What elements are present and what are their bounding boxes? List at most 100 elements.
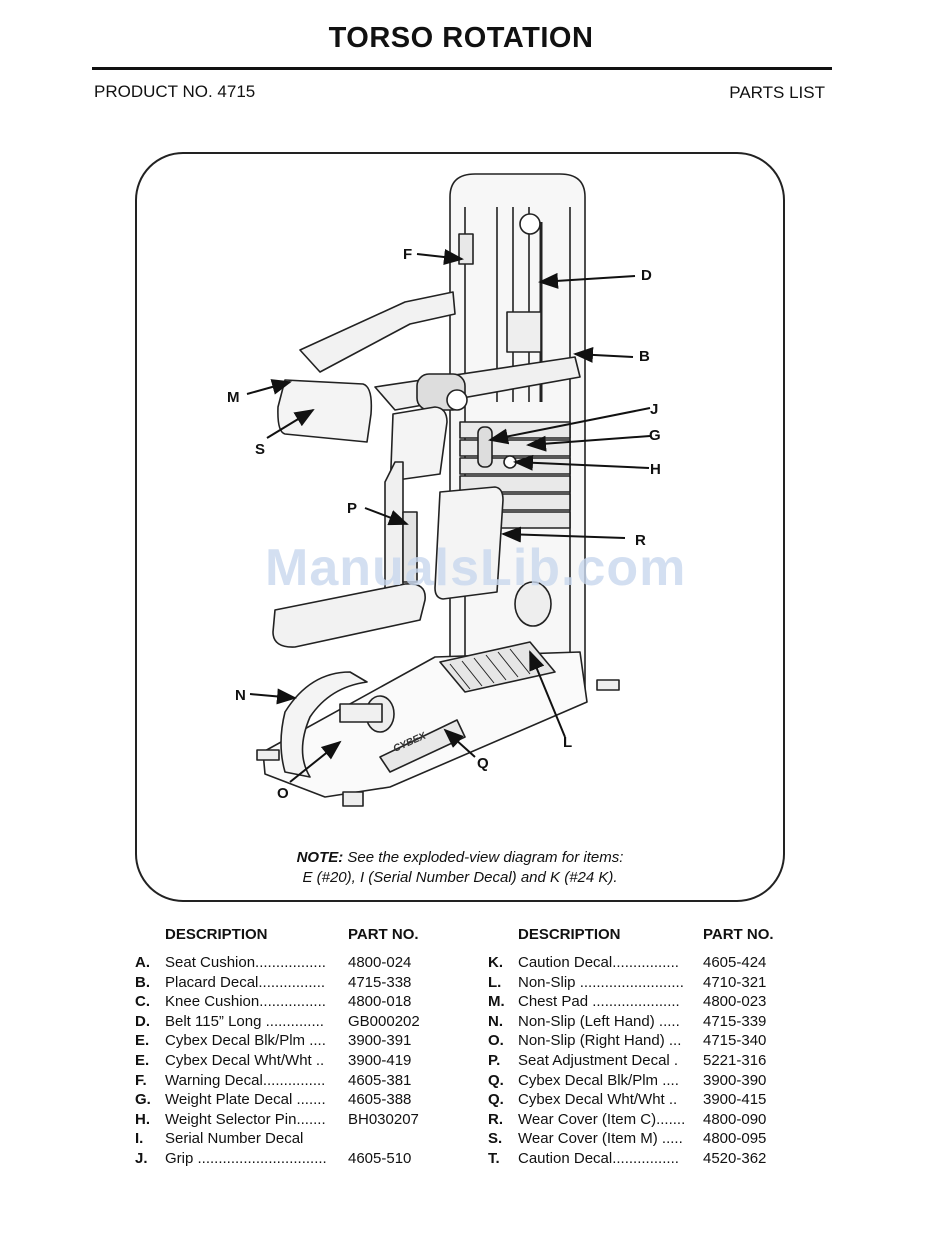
watermark: ManualsLib.com bbox=[265, 539, 687, 597]
part-number: BH030207 bbox=[348, 1110, 419, 1128]
part-row: B. Placard Decal................ 4715-338 bbox=[135, 974, 465, 993]
title-rule bbox=[92, 67, 832, 70]
column-header-part-no: PART NO. bbox=[703, 926, 774, 943]
note-label: NOTE: bbox=[296, 849, 344, 866]
part-row: A. Seat Cushion................. 4800-024 bbox=[135, 954, 465, 973]
part-letter: M. bbox=[488, 993, 505, 1011]
part-letter: R. bbox=[488, 1110, 503, 1128]
part-number: 4715-338 bbox=[348, 973, 412, 991]
part-row: I. Serial Number Decal bbox=[135, 1130, 465, 1149]
part-row: O. Non-Slip (Right Hand) ... 4715-340 bbox=[488, 1032, 818, 1051]
callout-o: O bbox=[277, 785, 289, 802]
column-header-description: DESCRIPTION bbox=[165, 926, 268, 943]
part-number: 4800-090 bbox=[703, 1110, 767, 1128]
part-row: S.Wear Cover (Item M) .....4800-095 bbox=[488, 1130, 818, 1149]
parts-list-label: PARTS LIST bbox=[729, 83, 825, 102]
callout-b: B bbox=[639, 348, 650, 365]
page-title: TORSO ROTATION bbox=[328, 22, 594, 54]
part-description: Caution Decal................ bbox=[518, 1150, 679, 1167]
part-description: Non-Slip (Left Hand) ..... bbox=[518, 1012, 680, 1030]
callout-d: D bbox=[641, 267, 652, 284]
machine-diagram: F D B M S J G H P R N L Q O CYBEX bbox=[227, 173, 661, 807]
callout-s: S bbox=[255, 441, 265, 458]
part-number: 3900-390 bbox=[703, 1071, 767, 1089]
part-letter: D. bbox=[135, 1012, 150, 1030]
part-letter: K. bbox=[488, 954, 503, 971]
part-number: 3900-391 bbox=[348, 1032, 412, 1050]
column-header-part-no: PART NO. bbox=[348, 926, 419, 943]
part-description: Non-Slip (Right Hand) ... bbox=[518, 1032, 682, 1050]
part-number: 3900-419 bbox=[348, 1052, 412, 1069]
part-number: 4800-023 bbox=[703, 993, 767, 1011]
column-header-description: DESCRIPTION bbox=[518, 926, 621, 943]
part-row: G.Weight Plate Decal .......4605-388 bbox=[135, 1091, 465, 1110]
part-description: Seat Adjustment Decal . bbox=[518, 1052, 679, 1069]
part-number: 4605-510 bbox=[348, 1150, 412, 1167]
part-number: GB000202 bbox=[348, 1012, 420, 1030]
callout-r: R bbox=[635, 532, 646, 549]
part-letter: F. bbox=[135, 1071, 147, 1089]
part-number: 4710-321 bbox=[703, 973, 767, 991]
callout-g: G bbox=[649, 427, 661, 444]
part-row: P. Seat Adjustment Decal . 5221-316 bbox=[488, 1052, 818, 1071]
note-line1: See the exploded-view diagram for items: bbox=[347, 849, 624, 866]
part-description: Wear Cover (Item M) ..... bbox=[518, 1130, 683, 1148]
part-number: 4605-424 bbox=[703, 954, 767, 971]
part-number: 4605-388 bbox=[348, 1091, 412, 1109]
part-number: 4800-018 bbox=[348, 993, 412, 1011]
part-row: E.Cybex Decal Blk/Plm ....3900-391 bbox=[135, 1032, 465, 1051]
part-letter: H. bbox=[135, 1110, 150, 1128]
part-letter: O. bbox=[488, 1032, 504, 1050]
part-row: T. Caution Decal................ 4520-362 bbox=[488, 1150, 818, 1169]
callout-m: M bbox=[227, 389, 240, 406]
part-row: D.Belt 115” Long ..............GB000202 bbox=[135, 1013, 465, 1032]
part-description: Grip ............................... bbox=[165, 1150, 327, 1167]
callout-n: N bbox=[235, 687, 246, 704]
part-row: M. Chest Pad ..................... 4800-02… bbox=[488, 993, 818, 1012]
part-number: 3900-415 bbox=[703, 1091, 767, 1109]
part-letter: A. bbox=[135, 954, 150, 971]
part-description: Placard Decal................ bbox=[165, 973, 326, 991]
part-description: Wear Cover (Item C)....... bbox=[518, 1110, 686, 1128]
part-row: N. Non-Slip (Left Hand) ..... 4715-339 bbox=[488, 1013, 818, 1032]
part-letter: G. bbox=[135, 1091, 151, 1109]
part-letter: I. bbox=[135, 1130, 144, 1148]
part-description: Weight Selector Pin....... bbox=[165, 1110, 326, 1128]
part-number: 4715-340 bbox=[703, 1032, 767, 1050]
part-description: Cybex Decal Blk/Plm .... bbox=[518, 1071, 679, 1089]
part-description: Seat Cushion................. bbox=[165, 954, 326, 971]
part-number: 4520-362 bbox=[703, 1150, 767, 1167]
part-description: Serial Number Decal bbox=[165, 1130, 304, 1148]
diagram-frame bbox=[135, 152, 785, 902]
part-letter: Q. bbox=[488, 1071, 504, 1089]
callout-l: L bbox=[563, 734, 572, 751]
part-row: F.Warning Decal...............4605-381 bbox=[135, 1072, 465, 1091]
part-letter: T. bbox=[488, 1150, 500, 1167]
part-letter: E. bbox=[135, 1052, 150, 1069]
part-row: Q. Cybex Decal Wht/Wht .. 3900-415 bbox=[488, 1091, 818, 1110]
callout-f: F bbox=[403, 246, 412, 263]
part-letter: B. bbox=[135, 973, 150, 991]
part-description: Cybex Decal Wht/Wht .. bbox=[518, 1091, 678, 1109]
part-description: Chest Pad ..................... bbox=[518, 993, 680, 1011]
part-number: 4605-381 bbox=[348, 1071, 412, 1089]
callout-q: Q bbox=[477, 755, 489, 772]
part-letter: J. bbox=[135, 1150, 148, 1167]
product-number: PRODUCT NO. 4715 bbox=[94, 82, 256, 101]
diagram-note: NOTE: See the exploded-view diagram for … bbox=[135, 848, 785, 888]
part-row: R. Wear Cover (Item C)....... 4800-090 bbox=[488, 1111, 818, 1130]
part-letter: C. bbox=[135, 993, 150, 1011]
callout-p: P bbox=[347, 500, 357, 517]
part-letter: P. bbox=[488, 1052, 501, 1069]
part-number: 5221-316 bbox=[703, 1052, 767, 1069]
part-row: E. Cybex Decal Wht/Wht .. 3900-419 bbox=[135, 1052, 465, 1071]
part-letter: Q. bbox=[488, 1091, 504, 1109]
callout-j: J bbox=[650, 401, 658, 418]
part-description: Non-Slip ......................... bbox=[518, 973, 684, 991]
part-number: 4715-339 bbox=[703, 1012, 767, 1030]
part-letter: L. bbox=[488, 973, 502, 991]
part-number: 4800-024 bbox=[348, 954, 412, 971]
part-description: Cybex Decal Wht/Wht .. bbox=[165, 1052, 325, 1069]
part-row: K.Caution Decal................4605-424 bbox=[488, 954, 818, 973]
part-letter: N. bbox=[488, 1012, 503, 1030]
